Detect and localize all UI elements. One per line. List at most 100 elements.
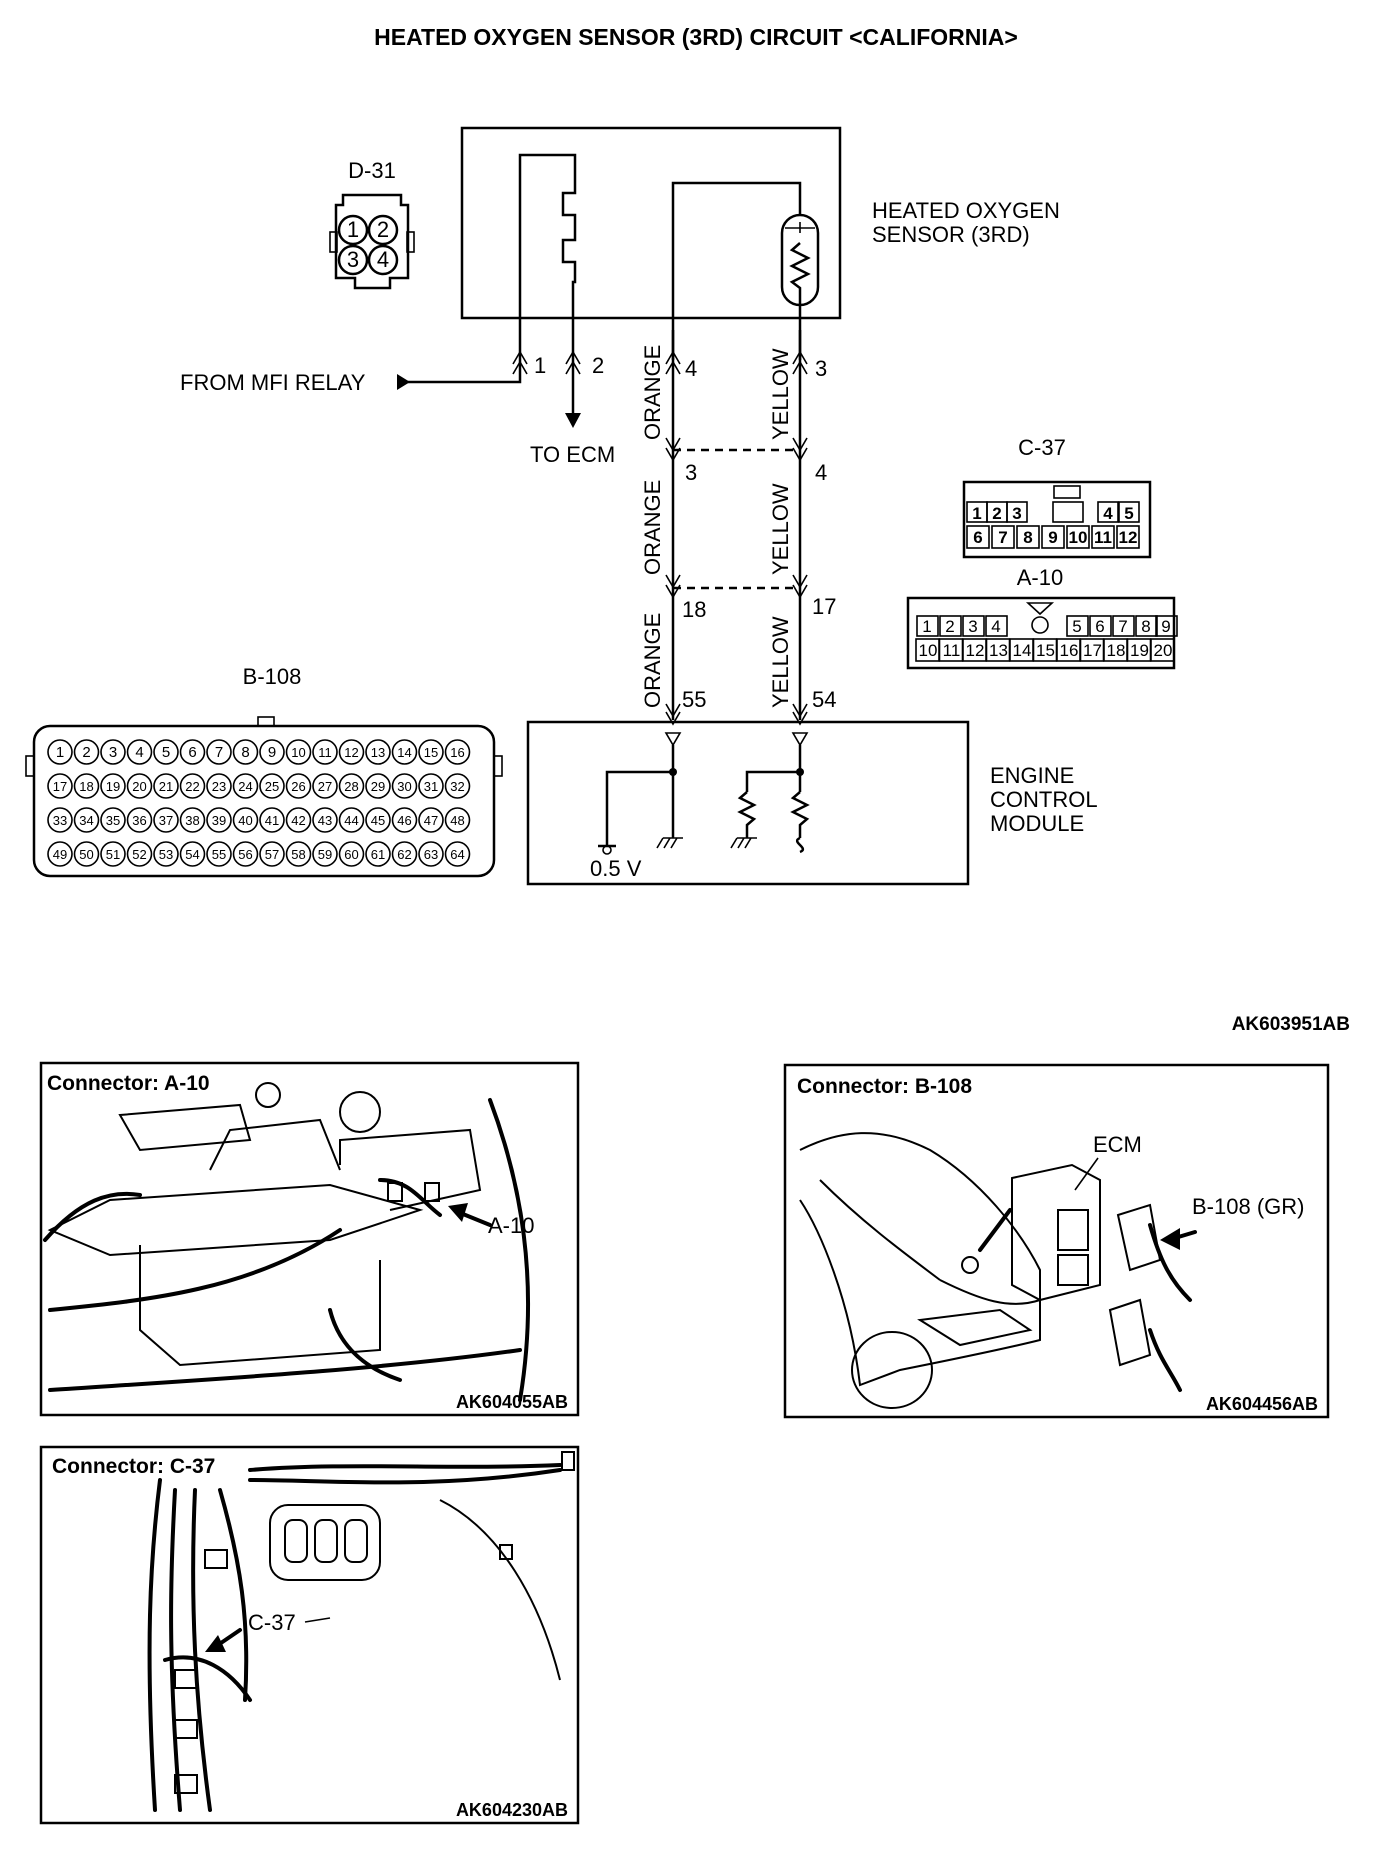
c37-pin-2: 2 <box>992 504 1001 523</box>
b108-pin-44: 44 <box>344 813 358 828</box>
pin-d31-4: 4 <box>685 356 697 381</box>
b108-pin-24: 24 <box>238 779 252 794</box>
c37-pin-10: 10 <box>1069 528 1088 547</box>
engine-control-module: 0.5 V ENGINE CONTROL MODULE <box>526 720 1098 886</box>
a10-pin-10: 10 <box>919 641 938 660</box>
b108-pin-40: 40 <box>238 813 252 828</box>
b108-pin-36: 36 <box>132 813 146 828</box>
a10-pin-5: 5 <box>1072 617 1081 636</box>
diagram-title: HEATED OXYGEN SENSOR (3RD) CIRCUIT <CALI… <box>374 24 1018 50</box>
c37-pin-11: 11 <box>1094 528 1112 547</box>
b108-pin-19: 19 <box>106 779 120 794</box>
heated-oxygen-sensor: HEATED OXYGEN SENSOR (3RD) <box>460 126 1060 360</box>
wire-harness: FROM MFI RELAY TO ECM ORANGE YELLOW ORAN… <box>180 330 836 726</box>
b108-pin-14: 14 <box>397 745 411 760</box>
b108-pin-25: 25 <box>265 779 279 794</box>
b108-pin-3: 3 <box>109 744 117 761</box>
a10-pin-14: 14 <box>1013 641 1032 660</box>
view-a10-callout: A-10 <box>488 1213 534 1238</box>
b108-pin-28: 28 <box>344 779 358 794</box>
b108-pin-39: 39 <box>212 813 226 828</box>
d31-pin-4: 4 <box>377 247 389 272</box>
c37-pin-6: 6 <box>973 528 982 547</box>
connector-d31-label: D-31 <box>348 158 396 183</box>
a10-pin-18: 18 <box>1107 641 1126 660</box>
b108-pin-8: 8 <box>241 744 249 761</box>
view-b108-ecm-label: ECM <box>1093 1132 1142 1157</box>
connector-view-a10: Connector: A-10 A-10 AK604055AB <box>39 1061 580 1417</box>
b108-pin-22: 22 <box>185 779 199 794</box>
b108-pin-9: 9 <box>268 744 276 761</box>
wire-color-orange-2: ORANGE <box>640 480 665 575</box>
a10-pin-6: 6 <box>1095 617 1104 636</box>
a10-pin-15: 15 <box>1036 641 1055 660</box>
to-ecm-arrow-icon <box>565 413 581 428</box>
b108-pin-27: 27 <box>318 779 332 794</box>
wire-color-yellow-2: YELLOW <box>768 483 793 575</box>
b108-pin-61: 61 <box>371 847 385 862</box>
b108-pin-20: 20 <box>132 779 146 794</box>
b108-pin-12: 12 <box>344 745 358 760</box>
b108-pin-51: 51 <box>106 847 120 862</box>
d31-pin-3: 3 <box>347 247 359 272</box>
view-c37-title: Connector: C-37 <box>52 1455 215 1478</box>
pin-a10-orange: 18 <box>682 597 706 622</box>
a10-pin-4: 4 <box>991 617 1000 636</box>
c37-pin-4: 4 <box>1103 504 1113 523</box>
connector-view-b108: Connector: B-108 ECM B-108 (GR) AK604456… <box>783 1063 1330 1419</box>
b108-pin-35: 35 <box>106 813 120 828</box>
c37-pin-12: 12 <box>1119 528 1138 547</box>
c37-pin-3: 3 <box>1012 504 1021 523</box>
pin-d31-2: 2 <box>592 353 604 378</box>
b108-pin-15: 15 <box>424 745 438 760</box>
d31-pin-1: 1 <box>347 217 359 242</box>
wire-color-yellow-3: YELLOW <box>768 616 793 708</box>
view-a10-code: AK604055AB <box>456 1392 568 1412</box>
a10-pin-7: 7 <box>1118 617 1127 636</box>
b108-pin-53: 53 <box>159 847 173 862</box>
connector-view-c37: Connector: C-37 C-37 AK604230AB <box>39 1445 580 1825</box>
a10-pointer-arrow-icon <box>448 1203 468 1222</box>
b108-pin-30: 30 <box>397 779 411 794</box>
connector-a10-label: A-10 <box>1017 565 1063 590</box>
pin-c37-orange: 3 <box>685 460 697 485</box>
pin-b108-orange: 55 <box>682 687 706 712</box>
ecm-name-line1: ENGINE <box>990 763 1074 788</box>
b108-pin-54: 54 <box>185 847 199 862</box>
b108-pin-17: 17 <box>53 779 67 794</box>
c37-pin-9: 9 <box>1048 528 1057 547</box>
a10-pin-16: 16 <box>1060 641 1079 660</box>
b108-pin-62: 62 <box>397 847 411 862</box>
c37-pointer-arrow-icon <box>205 1635 226 1652</box>
a10-pin-13: 13 <box>989 641 1008 660</box>
b108-pin-63: 63 <box>424 847 438 862</box>
view-b108-title: Connector: B-108 <box>797 1075 972 1098</box>
ecm-voltage-label: 0.5 V <box>590 856 642 881</box>
b108-pin-4: 4 <box>135 744 143 761</box>
figure-code: AK603951AB <box>1232 1014 1350 1035</box>
b108-pin-26: 26 <box>291 779 305 794</box>
pin-b108-yellow: 54 <box>812 687 836 712</box>
to-ecm-label: TO ECM <box>530 442 615 467</box>
connector-d31-face: D-31 1 2 3 4 <box>329 158 415 290</box>
view-c37-callout: C-37 <box>248 1610 296 1635</box>
b108-pin-41: 41 <box>265 813 279 828</box>
a10-pin-20: 20 <box>1154 641 1173 660</box>
b108-pin-55: 55 <box>212 847 226 862</box>
pin-d31-1: 1 <box>534 353 546 378</box>
connector-b108-label: B-108 <box>243 664 302 689</box>
d31-pin-2: 2 <box>377 217 389 242</box>
b108-pin-18: 18 <box>79 779 93 794</box>
b108-pin-31: 31 <box>424 779 438 794</box>
view-a10-title: Connector: A-10 <box>47 1072 210 1095</box>
pin-a10-yellow: 17 <box>812 594 836 619</box>
b108-pin-21: 21 <box>159 779 173 794</box>
a10-pin-2: 2 <box>945 617 954 636</box>
ecm-name-line2: CONTROL <box>990 787 1098 812</box>
a10-pin-12: 12 <box>966 641 985 660</box>
b108-pin-59: 59 <box>318 847 332 862</box>
